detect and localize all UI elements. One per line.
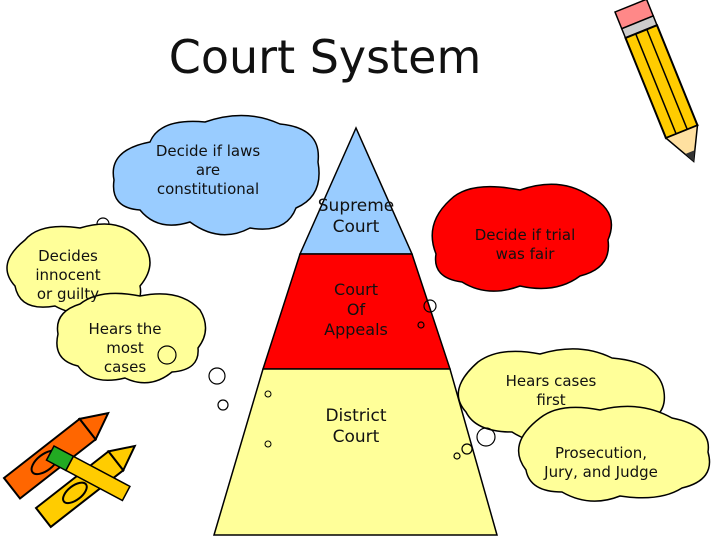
thought-bubble: [461, 443, 473, 455]
cloud-label-district-most: Hears the most cases: [75, 320, 175, 376]
thought-bubble: [476, 427, 496, 447]
thought-bubble: [264, 390, 272, 398]
label-line: are: [195, 160, 221, 179]
label-line: or guilty: [36, 284, 100, 303]
label-line: constitutional: [156, 179, 260, 198]
label-line: innocent: [35, 265, 101, 284]
pyramid-label-supreme: Supreme Court: [306, 196, 406, 239]
cloud-label-district-guilt: Decides innocent or guilty: [18, 247, 118, 303]
label-line: Prosecution,: [554, 444, 648, 462]
cloud-district-people: [453, 405, 711, 502]
cloud-district-most: [56, 292, 229, 411]
label-line: District: [325, 406, 387, 426]
label-line: was fair: [495, 244, 555, 263]
label-line: Appeals: [324, 320, 388, 339]
crayons-icon: [2, 411, 137, 529]
pencil-icon: [614, 0, 699, 163]
label-line: Court: [334, 280, 378, 299]
cloud-label-district-people: Prosecution, Jury, and Judge: [526, 444, 676, 482]
page-title: Court System: [168, 30, 482, 84]
cloud-label-appeals-role: Decide if trial was fair: [442, 226, 608, 264]
label-line: Decide if trial: [474, 226, 576, 244]
label-line: first: [536, 390, 566, 409]
thought-bubble: [208, 367, 226, 385]
label-line: Hears the: [88, 320, 162, 338]
cloud-appeals-role: [417, 183, 613, 329]
thought-bubble: [423, 299, 437, 313]
pyramid-label-appeals: Court Of Appeals: [306, 280, 406, 340]
label-line: Court: [332, 427, 380, 448]
pyramid-label-district: District Court: [296, 406, 416, 449]
label-line: cases: [103, 357, 147, 376]
label-line: Court: [332, 217, 380, 238]
label-line: Jury, and Judge: [544, 462, 658, 481]
thought-bubble: [417, 321, 425, 329]
thought-bubble: [217, 399, 229, 411]
label-line: Supreme: [317, 196, 395, 216]
label-line: Hears cases: [505, 372, 597, 390]
label-line: most: [106, 338, 144, 357]
label-line: Of: [346, 300, 366, 319]
thought-bubble: [264, 440, 272, 448]
label-line: Decides: [38, 247, 98, 265]
cloud-label-district-first: Hears cases first: [476, 372, 626, 410]
pyramid-tier-district: [212, 368, 498, 536]
label-line: Decide if laws: [155, 142, 261, 160]
pyramid: [212, 126, 498, 536]
cloud-label-supreme-role: Decide if laws are constitutional: [138, 142, 278, 198]
thought-bubble: [453, 452, 461, 460]
thought-bubble: [157, 345, 177, 365]
